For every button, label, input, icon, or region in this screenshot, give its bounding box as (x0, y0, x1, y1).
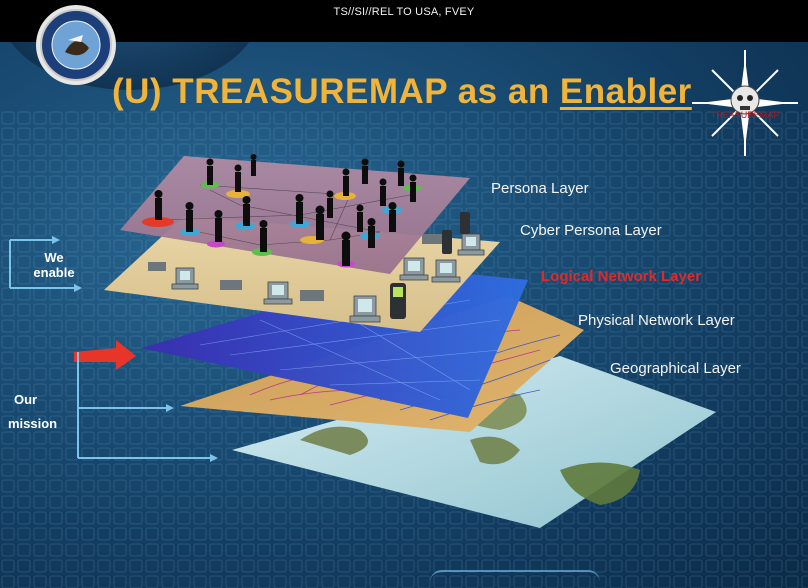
current-layer-arrow-icon (74, 340, 136, 370)
bottom-accent (430, 570, 600, 588)
layer-label-cyber-persona: Cyber Persona Layer (520, 222, 662, 239)
layer-label-geographical: Geographical Layer (610, 360, 741, 377)
persona-layer-plane (120, 154, 470, 274)
we-enable-label: We enable (24, 250, 84, 280)
person-silhouette-icons (154, 154, 417, 266)
title-emphasis: Enabler (559, 72, 692, 111)
our-mission-label: Our mission (8, 388, 68, 436)
treasuremap-logo-icon: TREASUREMAP (692, 50, 798, 156)
classification-bar (0, 0, 808, 42)
mission-bracket (9, 236, 218, 462)
classification-marking: TS//SI//REL TO USA, FVEY (333, 6, 475, 18)
layer-label-logical-network: Logical Network Layer (541, 268, 702, 285)
our-mission-line2: mission (8, 416, 58, 431)
agency-seal-icon (36, 5, 116, 85)
logo-text: TREASUREMAP (711, 110, 780, 120)
layer-label-persona: Persona Layer (491, 180, 589, 197)
title-prefix: (U) TREASUREMAP as an (112, 72, 560, 111)
layer-label-physical-network: Physical Network Layer (578, 312, 735, 329)
cell-phone-icon (390, 212, 470, 319)
we-enable-line1: We (44, 250, 64, 265)
slide-title: (U) TREASUREMAP as an Enabler (112, 72, 692, 112)
we-enable-line2: enable (33, 265, 75, 280)
our-mission-line1: Our (14, 392, 38, 407)
